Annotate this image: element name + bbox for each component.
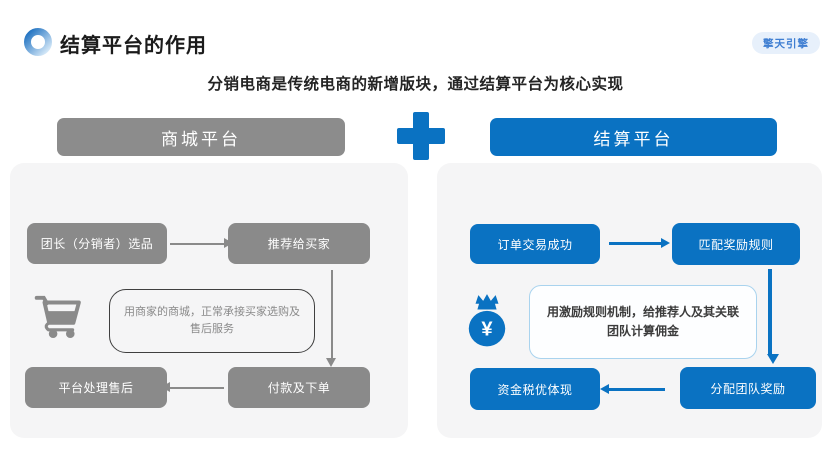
node-distribute-team-rewards: 分配团队奖励 — [680, 367, 816, 409]
arrow-left-icon — [161, 382, 224, 392]
arrow-right-icon — [170, 238, 233, 248]
arrow-down-icon — [326, 270, 336, 367]
slide-subtitle: 分销电商是传统电商的新增版块，通过结算平台为核心实现 — [207, 76, 624, 93]
page-title: 结算平台的作用 — [60, 35, 207, 57]
yen-symbol: ¥ — [481, 318, 493, 340]
node-pay-and-order: 付款及下单 — [228, 367, 370, 408]
mall-note: 用商家的商城，正常承接买家选购及售后服务 — [109, 289, 315, 353]
node-recommend-to-buyers: 推荐给买家 — [228, 223, 370, 264]
node-order-success: 订单交易成功 — [470, 224, 600, 264]
arrow-down-icon — [766, 269, 779, 364]
plus-icon — [397, 112, 445, 160]
node-platform-aftersales: 平台处理售后 — [25, 367, 167, 408]
logo-ring-icon — [24, 28, 52, 56]
arrow-right-icon — [609, 238, 670, 248]
brand-badge: 擎天引擎 — [752, 32, 820, 54]
node-leader-select-products: 团长（分销者）选品 — [27, 223, 167, 264]
mall-platform-header: 商城平台 — [57, 118, 345, 156]
settlement-platform-panel: 订单交易成功 匹配奖励规则 ¥ 用激励规则机制，给推荐人及其关联团队计算佣金 资… — [437, 163, 822, 438]
settlement-note: 用激励规则机制，给推荐人及其关联团队计算佣金 — [529, 285, 757, 359]
mall-platform-panel: 团长（分销者）选品 推荐给买家 用商家的商城，正常承接买家选购及售后服务 平台处… — [10, 163, 408, 438]
arrow-left-icon — [600, 384, 665, 394]
settlement-platform-header: 结算平台 — [490, 118, 777, 156]
node-funds-tax-optimization: 资金税优体现 — [470, 368, 600, 410]
moneybag-icon: ¥ — [464, 293, 510, 352]
cart-icon — [32, 290, 82, 345]
node-match-reward-rules: 匹配奖励规则 — [672, 223, 800, 265]
